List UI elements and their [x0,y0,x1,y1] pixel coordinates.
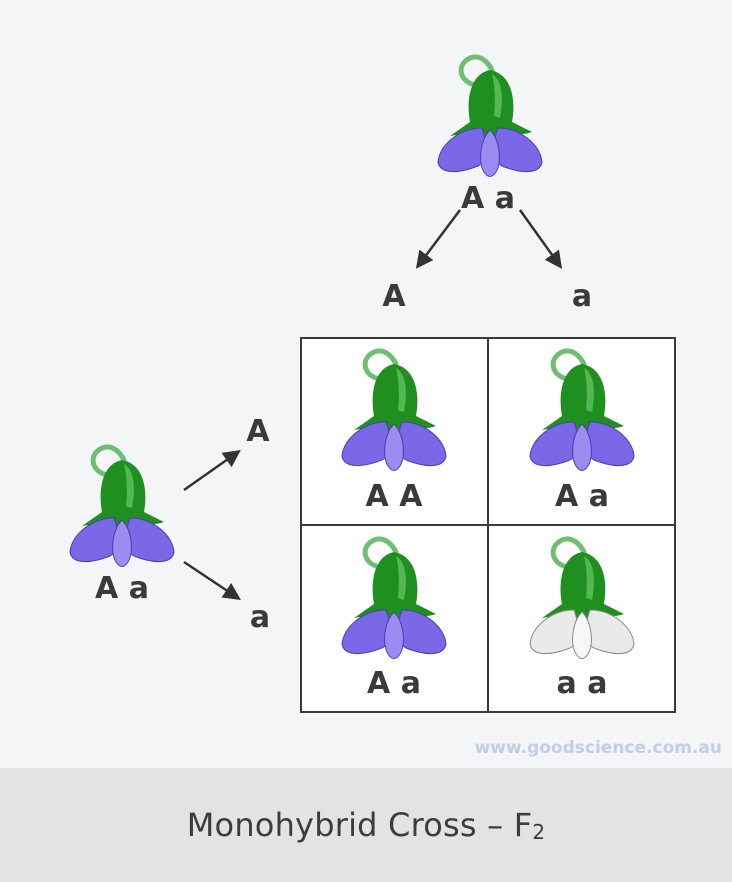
footer-title-text: Monohybrid Cross – F [186,806,533,844]
footer: Monohybrid Cross – F2 [0,768,732,882]
punnett-genotype-2: A a [555,479,609,514]
punnett-genotype-1: A A [366,479,424,514]
left-gamete-1: A [246,414,270,449]
punnett-flower-4 [529,536,635,659]
left-parent-flower [69,444,175,567]
top-parent-genotype: A a [461,181,515,216]
punnett-flower-2 [529,348,635,471]
left-parent-genotype: A a [95,571,149,606]
top-parent-flower [437,54,543,177]
punnett-genotype-3: A a [367,666,421,701]
punnett-genotype-4: a a [557,666,608,701]
top-gamete-2: a [572,279,592,314]
top-arrow-right [518,209,563,269]
top-gamete-1: A [382,279,406,314]
punnett-flower-1 [341,348,447,471]
left-gamete-2: a [250,600,270,635]
punnett-flower-3 [341,536,447,659]
footer-title-subscript: 2 [532,820,546,844]
left-arrow-down [183,560,241,600]
footer-title: Monohybrid Cross – F2 [187,806,546,844]
watermark: www.goodscience.com.au [474,738,722,758]
top-arrow-left [415,209,461,269]
left-arrow-up [183,449,241,492]
diagram-canvas: A a A a A a A a A A A a A a a a [69,54,676,713]
punnett-square: A A A a A a a a [300,337,676,713]
